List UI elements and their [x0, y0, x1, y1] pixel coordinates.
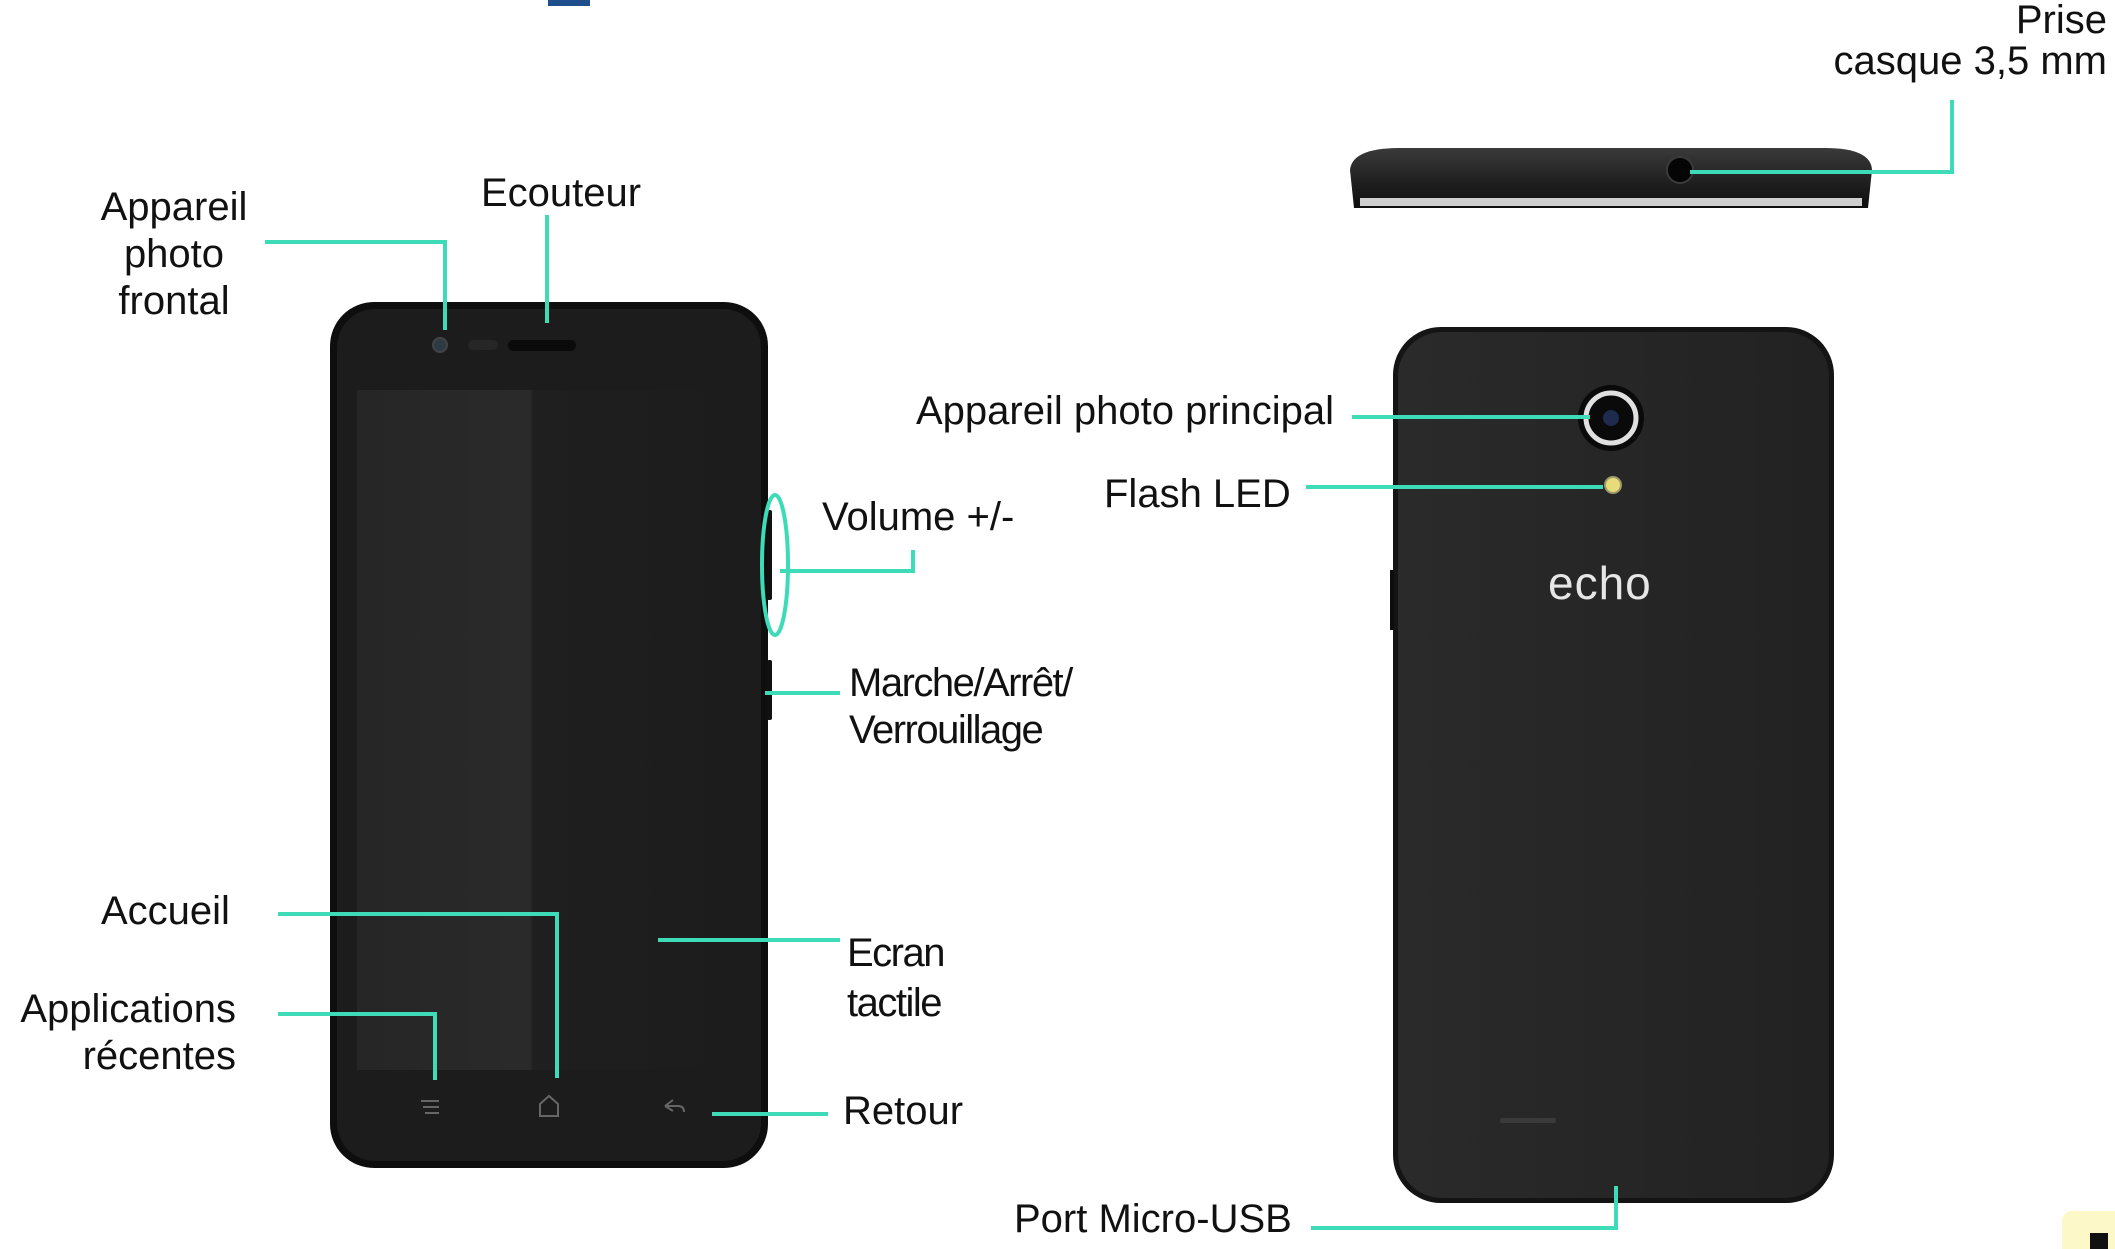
phone-front [330, 302, 772, 1168]
header-mark [548, 0, 590, 6]
phone-top-view [1350, 148, 1872, 208]
back-arrow-icon[interactable] [664, 1099, 685, 1113]
home-icon[interactable] [539, 1094, 559, 1117]
volume-button[interactable] [767, 510, 772, 600]
main-camera-glass [1603, 410, 1619, 426]
front-camera-lens [432, 337, 448, 353]
speaker-grille [1500, 1118, 1556, 1123]
flash-led [1604, 476, 1622, 494]
label-touchscreen: Ecran tactile [847, 931, 946, 1025]
label-volume: Volume +/- [822, 495, 1015, 539]
callout-lines [265, 100, 1954, 1230]
power-button[interactable] [767, 660, 772, 720]
label-headphone-jack: Prise casque 3,5 mm [1833, 0, 2107, 83]
proximity-sensor [468, 340, 498, 350]
phone-back-body [1398, 332, 1829, 1198]
headphone-jack [1666, 156, 1694, 184]
label-home: Accueil [101, 889, 230, 933]
phone-back [1390, 327, 1834, 1203]
label-main-camera: Appareil photo principal [916, 389, 1335, 433]
label-power: Marche/Arrêt/ Verrouillage [849, 661, 1073, 752]
corner-tab [2062, 1211, 2115, 1249]
callout-recent-apps [278, 1012, 437, 1080]
callout-headphone-jack [1690, 100, 1954, 174]
callout-home [278, 912, 559, 1078]
menu-lines-icon[interactable] [421, 1100, 439, 1114]
callout-volume-ring [760, 493, 790, 637]
label-back: Retour [843, 1089, 964, 1133]
brand-logo: echo [1548, 557, 1652, 609]
phone-top-edge [1350, 148, 1872, 208]
touchscreen [357, 390, 741, 1070]
callout-usb-port [1311, 1186, 1618, 1230]
callout-front-camera [265, 240, 447, 330]
back-side-button [1390, 570, 1394, 630]
callout-volume [780, 550, 915, 573]
label-usb-port: Port Micro-USB [1014, 1197, 1292, 1241]
label-recent-apps: Applications récentes [20, 987, 236, 1078]
label-flash: Flash LED [1104, 472, 1291, 516]
label-front-camera: Appareil photo frontal [100, 185, 248, 323]
phone-top-seam [1360, 198, 1862, 206]
label-earpiece: Ecouteur [481, 171, 642, 215]
earpiece-grille [508, 340, 576, 351]
